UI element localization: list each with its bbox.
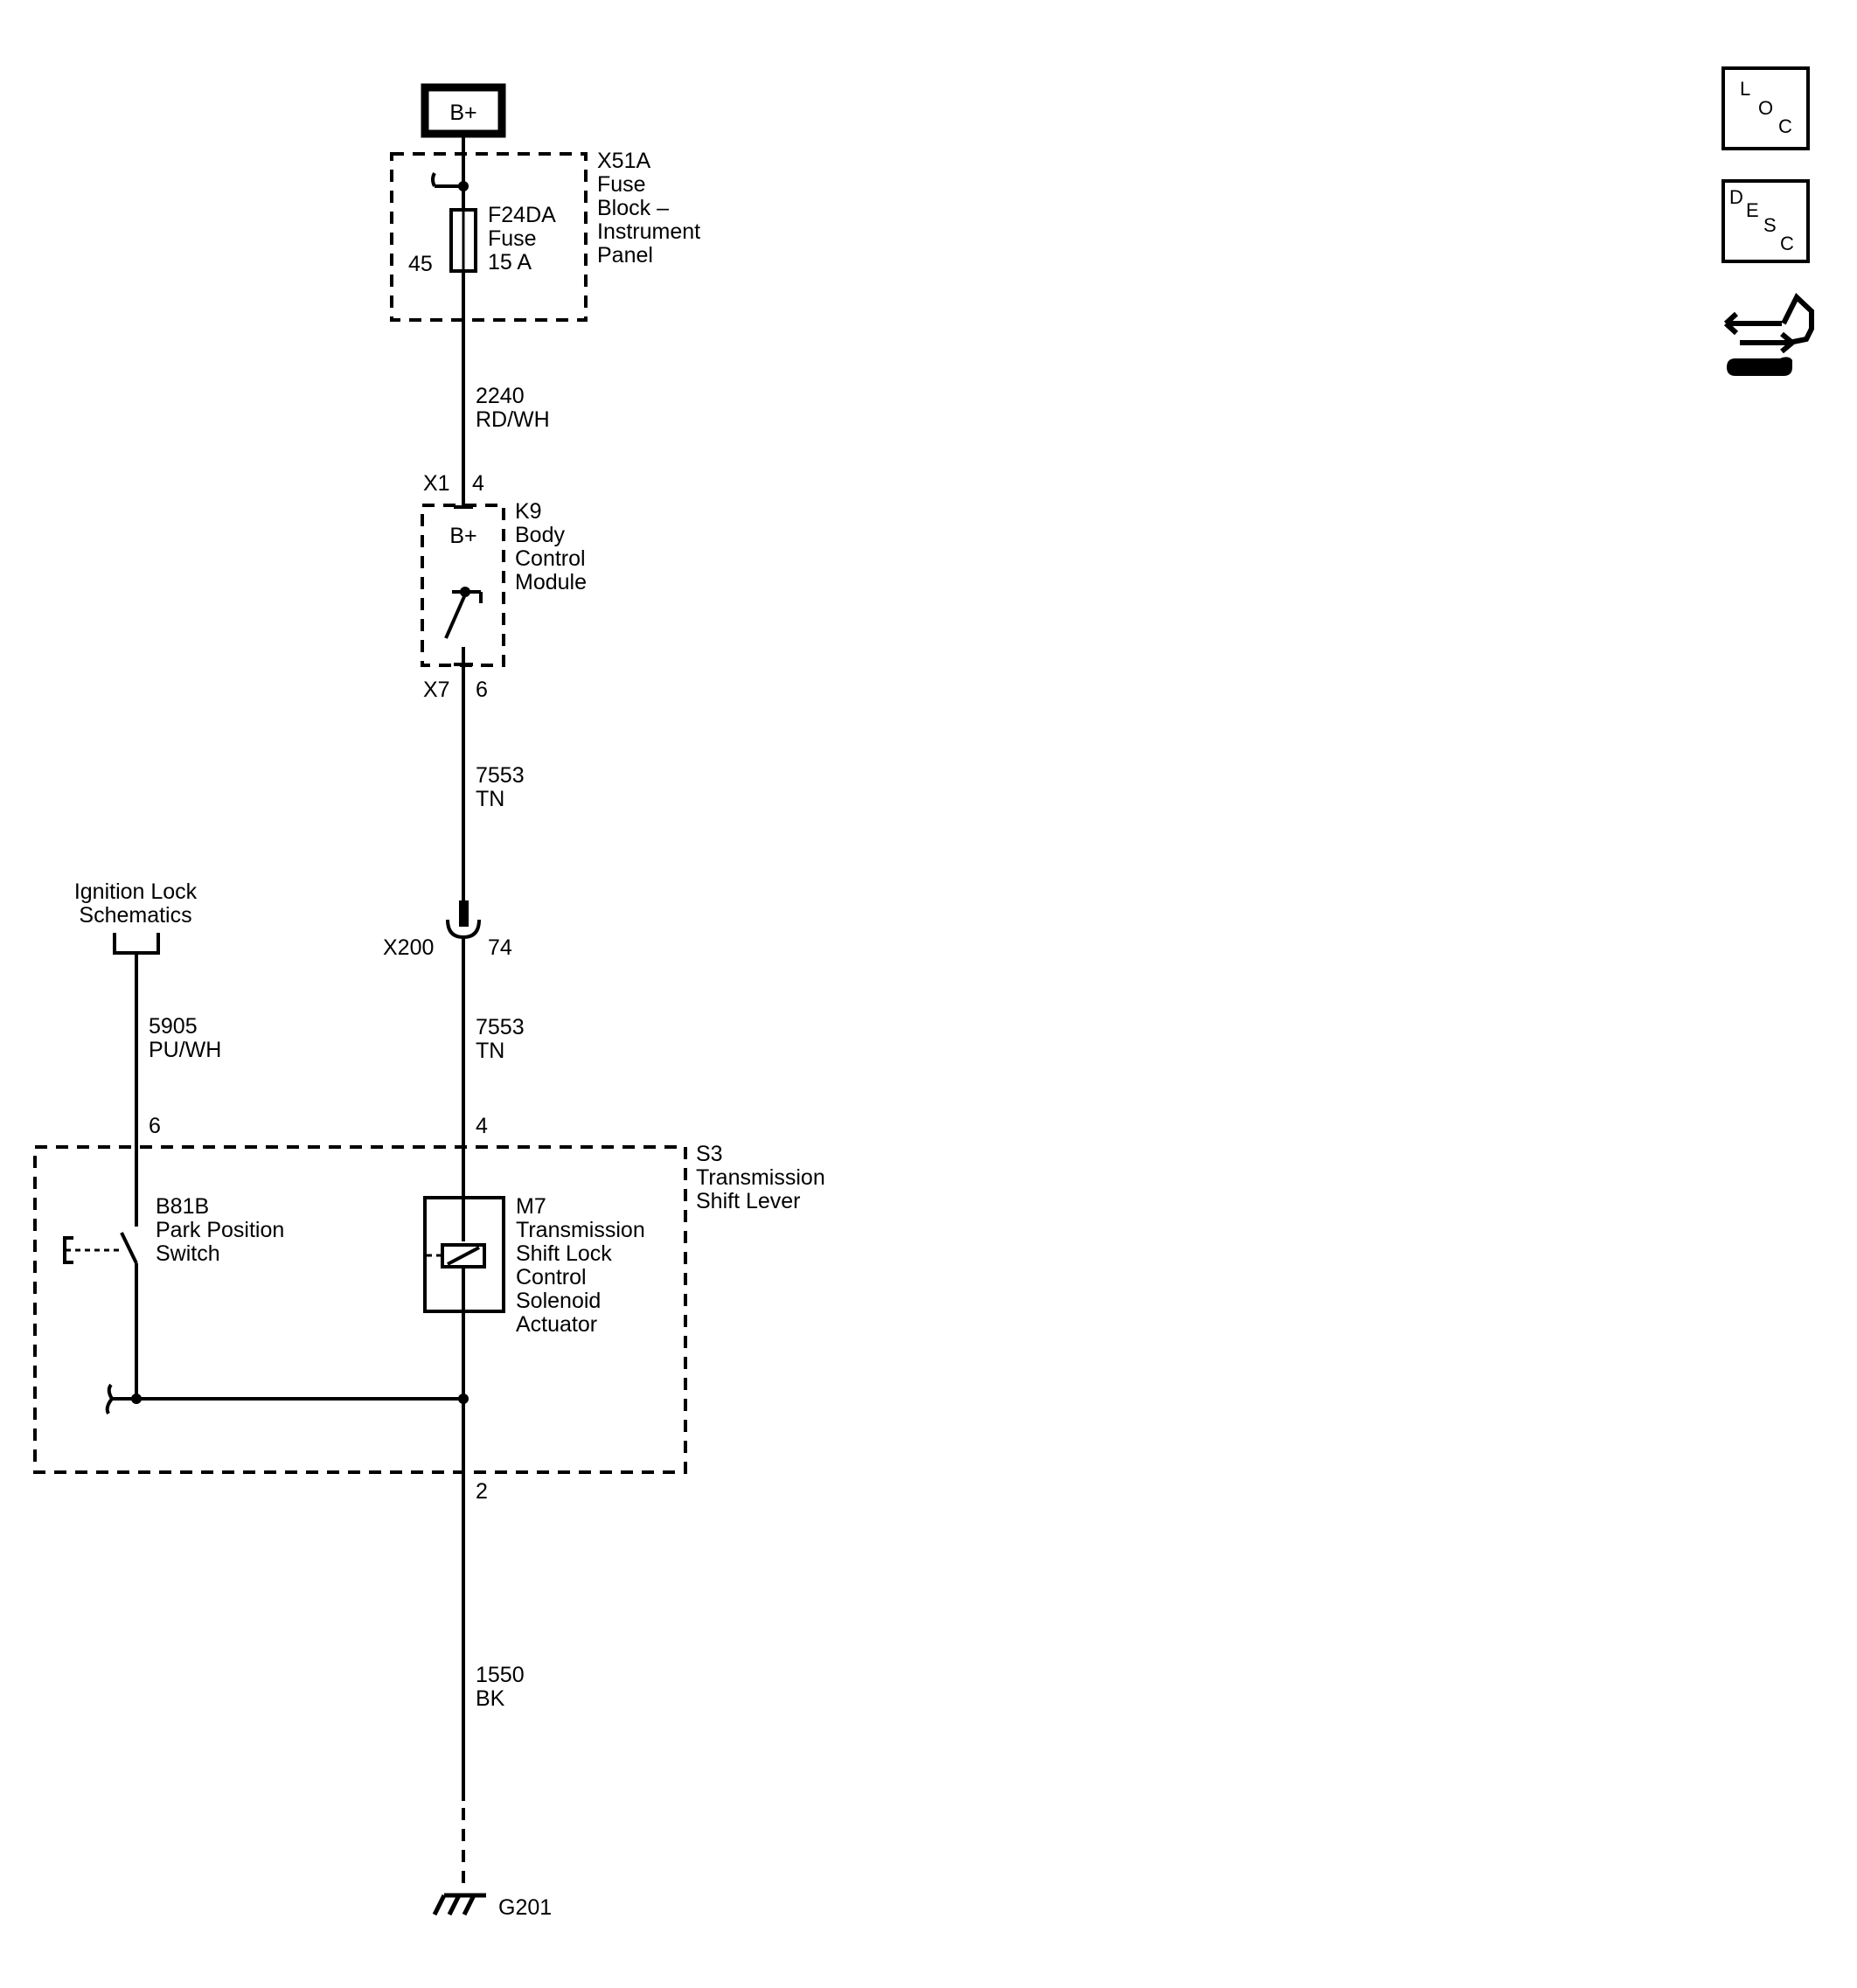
fuse-rating: 15 A — [488, 250, 532, 275]
bcm-connector-in: X1 — [423, 471, 450, 496]
bcm-name-1: Body — [515, 523, 565, 547]
bcm-connector-out: X7 — [423, 678, 450, 702]
wire-7553-upper-circuit: 7553 — [476, 763, 525, 788]
shift-lever-pin-ground: 2 — [476, 1479, 488, 1504]
location-icon[interactable]: L O C — [1721, 66, 1810, 150]
bcm-name-3: Module — [515, 570, 587, 594]
x200-id: X200 — [383, 935, 434, 960]
x200-pin: 74 — [488, 935, 512, 960]
wire-7553-upper-color: TN — [476, 787, 504, 811]
fuse-bus-hook — [431, 172, 463, 188]
fuse-block-name-2: Block – — [597, 196, 669, 220]
ground-icon — [462, 1894, 476, 1916]
bcm-switch-icon — [444, 594, 467, 639]
wire-5905-color: PU/WH — [149, 1038, 221, 1062]
fuse-block-id: X51A — [597, 149, 650, 173]
desc-letter-2: E — [1746, 199, 1759, 221]
fuse-name: Fuse — [488, 226, 537, 251]
park-switch-id: B81B — [156, 1194, 209, 1219]
loc-letter-2: O — [1758, 97, 1773, 119]
fuse-id: F24DA — [488, 203, 556, 227]
solenoid-name-1: Transmission — [516, 1218, 645, 1242]
wire-5905-circuit: 5905 — [149, 1014, 198, 1039]
bcm-id: K9 — [515, 499, 542, 524]
ignition-ref-bracket-icon — [113, 933, 160, 955]
bcm-pin-out: 6 — [476, 678, 488, 702]
ignition-ref-line-2: Schematics — [79, 903, 191, 928]
fuse-block-name-1: Fuse — [597, 172, 646, 197]
loc-letter-1: L — [1740, 78, 1750, 100]
wire-2240-circuit: 2240 — [476, 384, 525, 408]
transmission-shift-lever: 6 4 S3 Transmission Shift Lever 2 — [33, 1114, 825, 1504]
solenoid-id: M7 — [516, 1194, 546, 1219]
solenoid-name-4: Solenoid — [516, 1289, 601, 1313]
bcm-pin-in: 4 — [472, 471, 484, 496]
wire-7553-lower-color: TN — [476, 1039, 504, 1063]
ground-id: G201 — [498, 1895, 552, 1920]
park-switch-icon — [120, 1232, 138, 1264]
ground-bus-hook — [105, 1383, 136, 1415]
battery-power-label: B+ — [449, 101, 476, 125]
desc-letter-4: C — [1780, 233, 1794, 254]
shift-lever-name-2: Shift Lever — [696, 1189, 801, 1213]
bcm-name-2: Control — [515, 546, 586, 571]
inline-connector-x200: X200 74 — [383, 900, 512, 960]
shift-lever-name-1: Transmission — [696, 1165, 825, 1190]
bcm-inner-label: B+ — [449, 524, 476, 548]
solenoid-name-3: Control — [516, 1265, 587, 1289]
shift-lever-pin-switch: 6 — [149, 1114, 161, 1138]
wire-1550-circuit: 1550 — [476, 1663, 525, 1687]
shift-lock-solenoid: M7 Transmission Shift Lock Control Solen… — [423, 1145, 645, 1399]
connector-wrench-icon[interactable] — [1723, 293, 1814, 376]
park-position-switch: B81B Park Position Switch — [63, 1147, 284, 1399]
park-switch-name-1: Park Position — [156, 1218, 284, 1242]
shift-lever-id: S3 — [696, 1142, 723, 1166]
shift-lever-pin-solenoid: 4 — [476, 1114, 488, 1138]
wire-7553-lower-circuit: 7553 — [476, 1015, 525, 1039]
desc-letter-3: S — [1763, 214, 1777, 236]
ground-g201: G201 — [432, 1893, 552, 1920]
ignition-ref-line-1: Ignition Lock — [74, 879, 198, 904]
solenoid-name-2: Shift Lock — [516, 1241, 612, 1266]
body-control-module: X1 4 B+ K9 Body Control Module X7 6 — [421, 471, 587, 702]
fuse-block-name-4: Panel — [597, 243, 653, 268]
desc-letter-1: D — [1729, 186, 1743, 208]
fuse-pin: 45 — [408, 252, 433, 276]
ignition-lock-reference: Ignition Lock Schematics — [74, 879, 198, 955]
park-switch-name-2: Switch — [156, 1241, 220, 1266]
fuse-block-name-3: Instrument — [597, 219, 700, 244]
battery-power-box: B+ — [421, 83, 506, 138]
solenoid-name-5: Actuator — [516, 1312, 597, 1337]
wire-2240-color: RD/WH — [476, 407, 550, 432]
loc-letter-3: C — [1778, 115, 1792, 137]
fuse-block: X51A Fuse Block – Instrument Panel — [390, 149, 700, 322]
wire-1550-color: BK — [476, 1686, 505, 1711]
description-icon[interactable]: D E S C — [1721, 179, 1810, 263]
